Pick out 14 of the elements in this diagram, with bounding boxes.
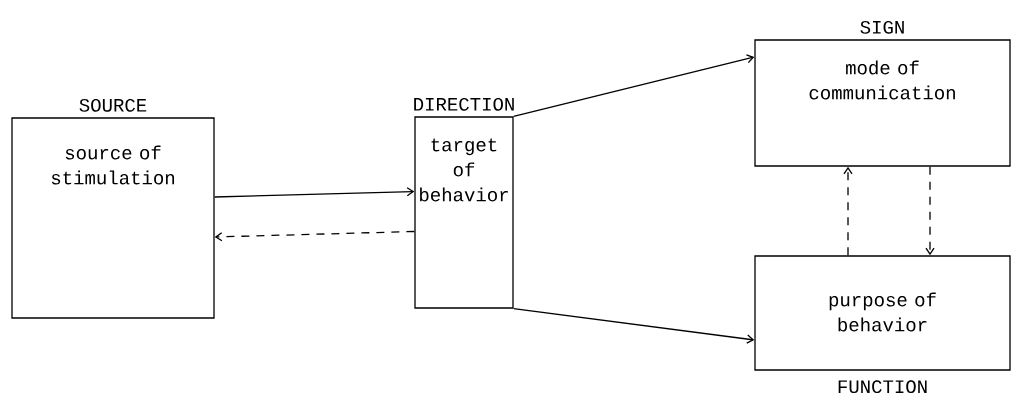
labeled-box: SIGN mode of communication — [754, 20, 1011, 167]
arrow — [513, 54, 755, 117]
labeled-box: DIRECTION target of behavior — [414, 97, 514, 309]
arrow — [843, 166, 853, 256]
node-label: SOURCE — [79, 98, 147, 112]
arrow — [513, 308, 755, 344]
arrow — [214, 230, 415, 242]
node-label: FUNCTION — [838, 380, 927, 394]
node-label: DIRECTION — [414, 97, 514, 111]
labeled-box: purpose of behavior FUNCTION — [754, 255, 1011, 394]
arrow — [214, 187, 415, 198]
labeled-box: SOURCE source of stimulation — [11, 98, 215, 319]
arrow — [925, 166, 935, 256]
node-label: SIGN — [860, 20, 904, 34]
